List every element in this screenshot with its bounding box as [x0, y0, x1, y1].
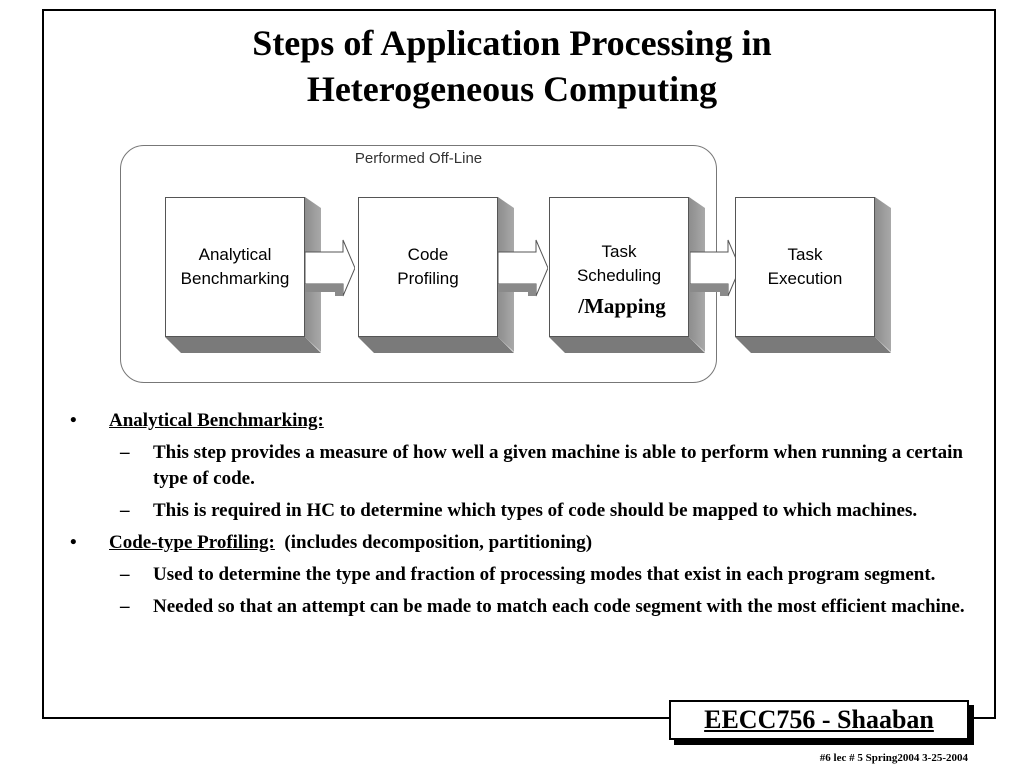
sub-bullet-text: Needed so that an attempt can be made to…	[153, 596, 965, 617]
arrow-right-icon	[305, 239, 355, 297]
sub-bullet: – This is required in HC to determine wh…	[70, 498, 970, 524]
course-badge: EECC756 - Shaaban	[669, 700, 969, 740]
bullet-suffix: (includes decomposition, partitioning)	[284, 532, 593, 553]
course-label: EECC756 - Shaaban	[704, 705, 934, 734]
title-line-1: Steps of Application Processing in	[252, 23, 772, 63]
box3-line2: Scheduling	[576, 266, 662, 285]
box4-line1: Task	[787, 245, 823, 264]
dash-icon: –	[120, 564, 130, 585]
bullet-heading: Code-type Profiling:	[109, 532, 275, 553]
box4-line2: Execution	[767, 269, 843, 288]
dash-icon: –	[120, 500, 130, 521]
box1-line1: Analytical	[198, 245, 272, 264]
slide-frame	[42, 9, 996, 719]
bullet-heading: Analytical Benchmarking:	[109, 410, 324, 431]
bullet-analytical-benchmarking: • Analytical Benchmarking:	[70, 408, 970, 434]
bullet-dot-icon: •	[70, 410, 77, 431]
box2-line1: Code	[407, 245, 449, 264]
bullet-code-type-profiling: • Code-type Profiling: (includes decompo…	[70, 530, 970, 556]
bullet-dot-icon: •	[70, 532, 77, 553]
sub-bullet-text: Used to determine the type and fraction …	[153, 564, 936, 585]
sub-bullet: – This step provides a measure of how we…	[70, 440, 970, 492]
box2-line2: Profiling	[397, 269, 459, 288]
sub-bullet: – Used to determine the type and fractio…	[70, 562, 970, 588]
arrow-right-icon	[498, 239, 548, 297]
sub-bullet-text: This step provides a measure of how well…	[153, 442, 963, 489]
sub-bullet: – Needed so that an attempt can be made …	[70, 594, 970, 620]
title-line-2: Heterogeneous Computing	[306, 69, 718, 109]
arrow-right-icon	[690, 239, 740, 297]
box3-line1: Task	[601, 242, 637, 261]
slide-footer-note: #6 lec # 5 Spring2004 3-25-2004	[819, 752, 968, 764]
offline-label: Performed Off-Line	[354, 150, 483, 167]
dash-icon: –	[120, 596, 130, 617]
box1-line2: Benchmarking	[180, 269, 290, 288]
slide-title: Steps of Application Processing in Heter…	[0, 20, 1024, 112]
bullet-list: • Analytical Benchmarking: – This step p…	[70, 408, 970, 626]
dash-icon: –	[120, 442, 130, 463]
sub-bullet-text: This is required in HC to determine whic…	[153, 500, 918, 521]
mapping-label: /Mapping	[578, 294, 666, 318]
